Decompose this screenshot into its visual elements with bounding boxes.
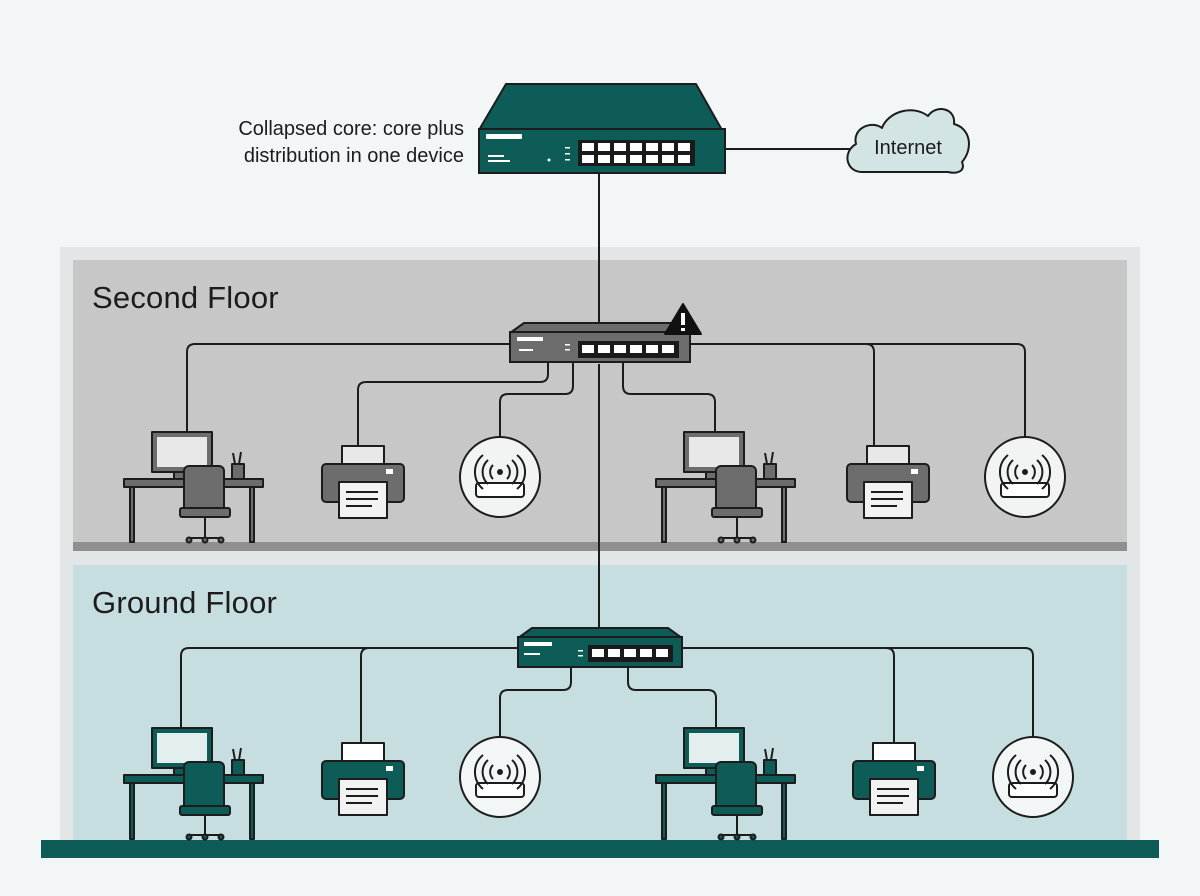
printer-icon (321, 445, 405, 519)
ground-slab (41, 840, 1159, 858)
warning-triangle-icon (664, 303, 702, 335)
printer-icon (852, 742, 936, 816)
ground-floor-links (180, 647, 1034, 744)
core-switch (478, 83, 726, 174)
core-caption-line-1: Collapsed core: core plus (238, 118, 464, 140)
desktop-workstation-icon (655, 727, 796, 841)
desktop-workstation-icon (123, 431, 264, 544)
printer-icon (846, 445, 930, 519)
uplink-cables (598, 148, 850, 630)
second-floor-switch (509, 322, 691, 363)
desktop-workstation-icon (655, 431, 796, 544)
printer-icon (321, 742, 405, 816)
ground-floor-label: Ground Floor (92, 585, 278, 620)
wireless-access-point-icon (984, 436, 1066, 518)
wireless-access-point-icon (459, 436, 541, 518)
cloud-icon (846, 108, 970, 174)
second-floor-links (186, 343, 1026, 447)
wireless-access-point-icon (992, 736, 1074, 818)
wireless-access-point-icon (459, 736, 541, 818)
core-switch-caption: Collapsed core: core plus distribution i… (150, 116, 464, 170)
desktop-workstation-icon (123, 727, 264, 841)
internet-label: Internet (874, 137, 942, 159)
second-floor-label: Second Floor (92, 280, 279, 315)
core-caption-line-2: distribution in one device (243, 145, 464, 167)
ground-floor-switch (517, 627, 683, 668)
